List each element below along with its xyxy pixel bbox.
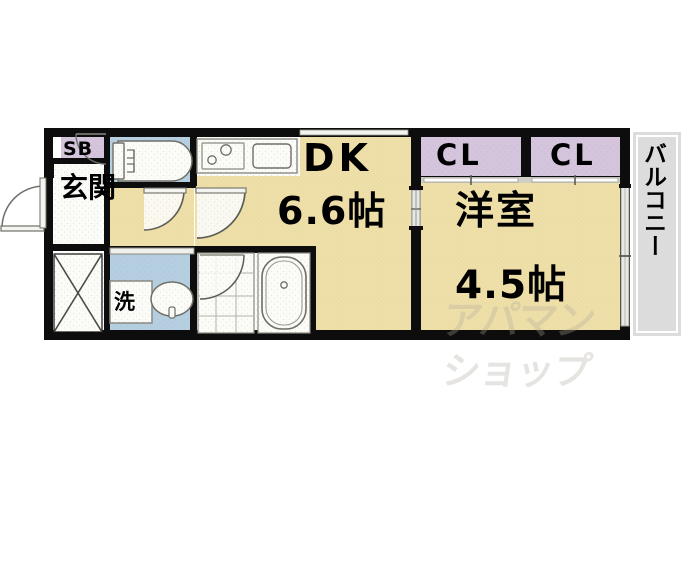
shoe-box-fill bbox=[61, 136, 106, 162]
shoe-box-label: SB bbox=[63, 138, 94, 160]
washroom-sliding-door bbox=[109, 247, 195, 255]
kitchen-fixtures bbox=[196, 138, 298, 174]
shaft-void-marker bbox=[53, 253, 103, 333]
closet-2-label: CL bbox=[550, 138, 596, 172]
genkan-inner-door-swing bbox=[75, 133, 107, 165]
wash-basin-tap-icon bbox=[168, 306, 176, 319]
closet-2-fill bbox=[530, 136, 622, 180]
entrance-label: 玄関 bbox=[60, 171, 117, 204]
wall-tick-marks bbox=[409, 184, 631, 230]
stove-burner-small-icon bbox=[207, 155, 217, 165]
dk-window bbox=[299, 129, 409, 136]
bathtub-drain-icon bbox=[280, 281, 288, 289]
toilet-fixture bbox=[112, 140, 193, 182]
dining-kitchen-size: 6.6帖 bbox=[277, 189, 387, 233]
doors bbox=[0, 129, 631, 327]
balcony-fill bbox=[633, 132, 681, 336]
closet-1-label: CL bbox=[436, 138, 482, 172]
dk-door-swing bbox=[197, 190, 245, 238]
closet-sliding-doors bbox=[421, 175, 620, 185]
balcony-sliding-window bbox=[619, 185, 631, 327]
stove-burner-plate bbox=[201, 142, 245, 170]
washing-machine-pan bbox=[109, 280, 153, 324]
washroom-fixtures bbox=[109, 280, 194, 324]
bathtub-icon bbox=[261, 256, 307, 330]
entrance-fill bbox=[52, 162, 108, 246]
western-room-size: 4.5帖 bbox=[455, 263, 568, 308]
dining-kitchen-label: DK bbox=[303, 136, 372, 180]
entrance-door-leaf bbox=[0, 225, 45, 232]
closet-1-fill bbox=[420, 136, 524, 180]
balcony-inner-line bbox=[636, 135, 678, 333]
washer-label: 洗 bbox=[114, 290, 135, 314]
stove-burner-large-icon bbox=[220, 144, 232, 156]
western-room-label: 洋室 bbox=[455, 189, 538, 234]
balcony-label: バルコニー bbox=[639, 142, 666, 257]
western-room-floor bbox=[420, 182, 620, 334]
bathroom-fixtures bbox=[197, 252, 311, 334]
kitchen-sink-basin bbox=[252, 143, 292, 169]
toilet-door-swing bbox=[144, 190, 184, 230]
room-sliding-door bbox=[411, 189, 421, 229]
